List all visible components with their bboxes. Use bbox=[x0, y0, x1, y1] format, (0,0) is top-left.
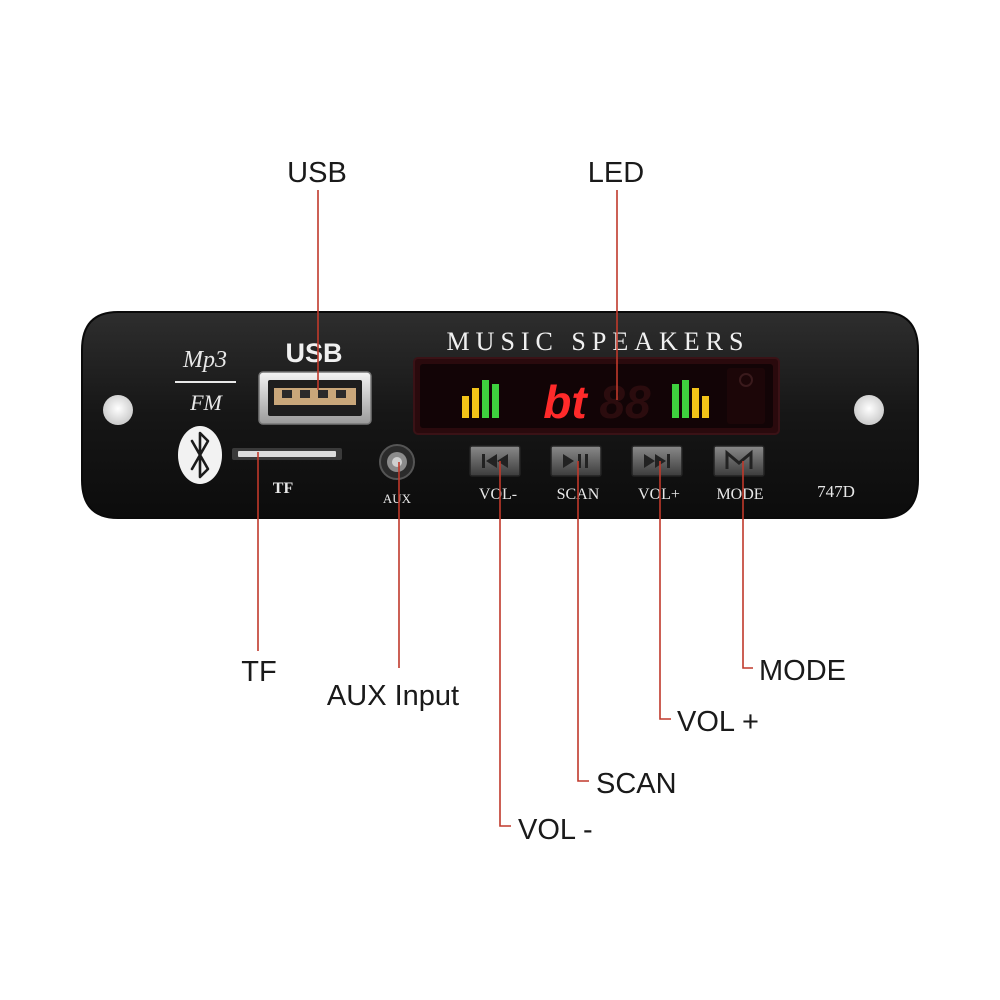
leader-line-vol-minus bbox=[499, 461, 511, 827]
mode-icon bbox=[725, 449, 753, 469]
fm-logo-text: FM bbox=[189, 390, 223, 415]
callout-led: LED bbox=[588, 157, 644, 189]
aux-jack-label: AUX bbox=[383, 491, 412, 506]
button-label-vol-minus: VOL- bbox=[479, 486, 517, 503]
mounting-hole-left bbox=[103, 395, 133, 425]
mounting-hole-right bbox=[854, 395, 884, 425]
display-text: bt bbox=[543, 376, 588, 428]
display-ghost-digits: 88 bbox=[599, 376, 651, 428]
leader-line-scan bbox=[577, 461, 589, 782]
callout-usb: USB bbox=[287, 157, 347, 189]
leader-lines bbox=[257, 190, 753, 827]
callout-tf: TF bbox=[241, 656, 276, 688]
level-meter-right bbox=[672, 380, 709, 418]
play-pause-icon bbox=[563, 454, 588, 468]
aux-jack[interactable] bbox=[379, 444, 415, 480]
ir-receiver bbox=[727, 368, 765, 424]
callout-vol-minus: VOL - bbox=[518, 814, 593, 846]
level-meter-left bbox=[462, 380, 499, 418]
prev-icon bbox=[482, 454, 508, 468]
control-button-scan[interactable] bbox=[550, 445, 602, 477]
led-display: bt 88 bbox=[413, 357, 780, 435]
leader-line-vol-plus bbox=[659, 461, 671, 720]
mp3-logo-text: Mp3 bbox=[182, 347, 227, 373]
button-label-vol-plus: VOL+ bbox=[638, 486, 680, 503]
control-button-mode[interactable] bbox=[713, 445, 765, 477]
usb-port[interactable] bbox=[258, 371, 372, 425]
callout-scan: SCAN bbox=[596, 768, 677, 800]
leader-line-mode bbox=[742, 461, 753, 669]
bluetooth-icon bbox=[178, 426, 222, 484]
control-button-vol-minus[interactable] bbox=[469, 445, 521, 477]
callout-aux-input: AUX Input bbox=[327, 680, 459, 712]
callout-vol-plus: VOL + bbox=[677, 706, 759, 738]
ir-receiver-lens bbox=[739, 373, 753, 387]
model-number: 747D bbox=[817, 482, 855, 501]
control-button-vol-plus[interactable] bbox=[631, 445, 683, 477]
brand-text: MUSIC SPEAKERS bbox=[447, 327, 750, 356]
tf-slot-label: TF bbox=[273, 480, 294, 497]
tf-card-slot[interactable] bbox=[232, 448, 342, 460]
button-label-mode: MODE bbox=[716, 486, 763, 503]
usb-label: USB bbox=[285, 338, 342, 368]
callout-mode: MODE bbox=[759, 655, 846, 687]
mp3-module-panel: Mp3 FM USB TF AUX bbox=[81, 311, 919, 519]
